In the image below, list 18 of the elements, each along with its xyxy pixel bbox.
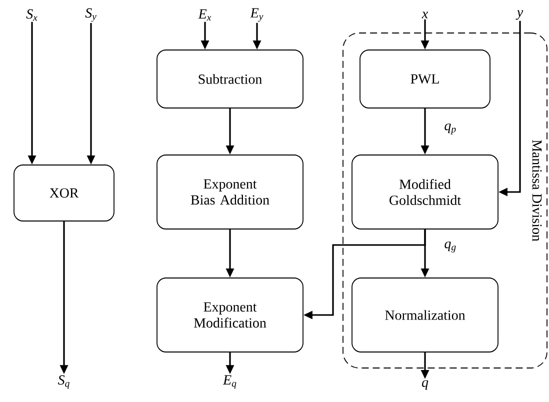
signal-label: E$_{q}$ xyxy=(222,375,236,389)
process-box: Normalization xyxy=(352,278,498,352)
signal-label: x xyxy=(422,12,428,18)
process-box: Subtraction xyxy=(156,50,304,108)
signal-label: E$_{x}$ xyxy=(198,9,212,21)
edge-label: q$_{g}$ xyxy=(444,242,456,252)
edge-label: q$_{p}$ xyxy=(444,124,456,134)
signal-label: S$_{q}$ xyxy=(58,375,70,389)
process-box: Exponent Bias Addition xyxy=(156,154,304,230)
signal-label: q xyxy=(422,380,428,390)
signal-label: y xyxy=(516,10,524,20)
signal-label: S$_{y}$ xyxy=(85,8,96,22)
process-box: XOR xyxy=(14,164,114,222)
signal-label: E$_{y}$ xyxy=(250,8,264,22)
process-box: Exponent Modification xyxy=(156,278,304,352)
process-box: Modified Goldschmidt xyxy=(352,154,498,230)
process-box: PWL xyxy=(360,50,490,108)
signal-label: S$_{x}$ xyxy=(26,9,38,21)
